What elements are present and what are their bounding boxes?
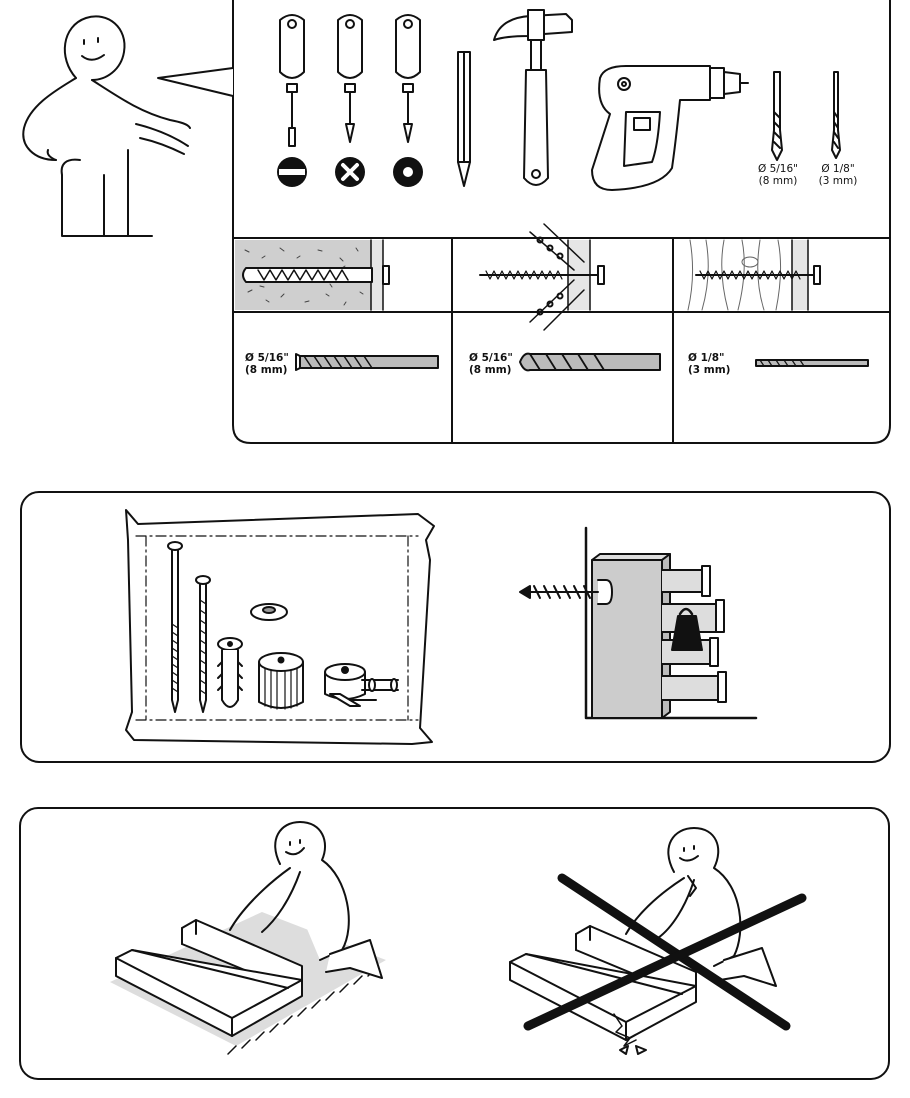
washer-icon [250,603,288,621]
medium-screw-icon [195,575,211,713]
drill-bit-3mm-label: Ø 1/8" (3 mm) [812,163,864,187]
wall-anchoring-illustration [519,526,758,720]
wood-bit-metric: (3 mm) [688,364,731,376]
hardware-bag-illustration [125,509,435,745]
wood-wall-screw-illustration [687,239,821,311]
concrete-bit-metric: (8 mm) [245,364,288,376]
concrete-wall-anchor-illustration [235,239,390,311]
pencil-icon [457,51,471,187]
cam-lock-icon [258,652,304,710]
screwdriver-phillips-icon [337,14,363,143]
hollow-wall-bit-label: Ø 5/16" (8 mm) [469,352,513,376]
power-drill-icon [591,65,749,191]
assembly-surface-panel [19,807,890,1080]
screwdriver-pozidriv-icon [395,14,421,143]
concrete-bit-size: Ø 5/16" [245,352,289,364]
pozidriv-head-symbol [393,157,423,187]
wall-plug-icon [217,637,243,708]
masonry-drill-bit-8mm-2 [519,352,661,372]
long-screw-icon [167,541,183,713]
drill-bit-3mm-icon [831,71,841,159]
cross-out-mark [557,873,791,1031]
concrete-bit-label: Ø 5/16" (8 mm) [245,352,289,376]
drill-bit-8mm-metric: (8 mm) [758,175,798,187]
hollow-wall-bit-metric: (8 mm) [469,364,512,376]
hollow-wall-anchor-illustration [479,223,605,331]
wood-bit-label: Ø 1/8" (3 mm) [688,352,730,376]
flat-head-symbol [277,157,307,187]
hollow-wall-bit-size: Ø 5/16" [469,352,513,364]
hammer-icon [493,9,573,186]
drill-bit-3mm-size: Ø 1/8" [821,163,855,175]
wood-drill-bit-3mm [755,359,869,367]
drill-bit-8mm-size: Ø 5/16" [757,163,798,175]
screwdriver-flat-icon [279,14,305,147]
phillips-head-symbol [335,157,365,187]
ikea-man-figure [22,15,191,237]
drill-bit-3mm-metric: (3 mm) [818,175,858,187]
weight-icon [671,607,703,651]
wood-bit-size: Ø 1/8" [688,352,725,364]
incorrect-assembly-on-hard-floor [509,827,807,1055]
drill-bit-8mm-label: Ø 5/16" (8 mm) [751,163,805,187]
correct-assembly-on-rug [110,821,386,1055]
drawer-bracket-icon [324,663,399,707]
hardware-panel [20,491,891,763]
tools-panel [157,0,891,444]
drill-bit-8mm-icon [771,71,783,161]
masonry-drill-bit-8mm [295,353,439,371]
